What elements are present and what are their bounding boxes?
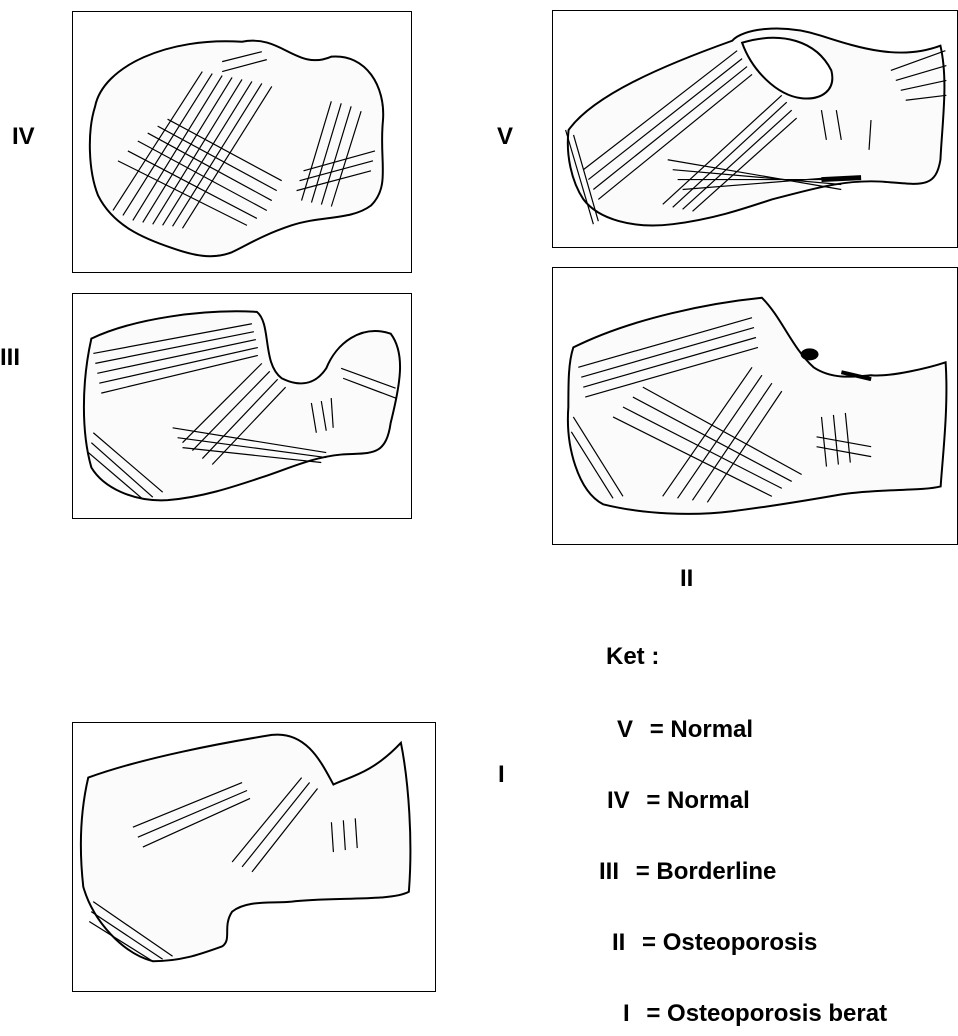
key-code: I [623,1000,630,1028]
key-code: IV [607,787,630,815]
key-title: Ket : [606,643,659,671]
grade-label-v: V [497,125,513,149]
key-description: = Normal [646,787,749,814]
panel-grade-ii [552,267,958,545]
key-code: V [617,716,633,744]
key-row-v: V = Normal [617,716,753,744]
grade-label-iv: IV [12,125,35,149]
bone-drawing-v [553,11,957,247]
key-description: = Osteoporosis berat [646,1000,887,1027]
key-description: = Normal [650,716,753,743]
bone-drawing-i [73,723,435,991]
panel-grade-iv [72,11,412,273]
key-row-iv: IV = Normal [607,787,750,815]
grade-label-ii: II [680,567,693,591]
grade-label-iii: III [0,346,20,370]
key-description: = Osteoporosis [642,929,817,956]
panel-grade-i [72,722,436,992]
bone-drawing-ii [553,268,957,544]
key-row-ii: II = Osteoporosis [612,929,817,957]
key-row-iii: III = Borderline [599,858,776,886]
key-row-i: I = Osteoporosis berat [623,1000,887,1028]
grade-label-i: I [498,763,505,787]
bone-drawing-iii [73,294,411,518]
panel-grade-iii [72,293,412,519]
panel-grade-v [552,10,958,248]
key-code: III [599,858,619,886]
key-description: = Borderline [636,858,777,885]
bone-drawing-iv [73,12,411,272]
key-code: II [612,929,625,957]
